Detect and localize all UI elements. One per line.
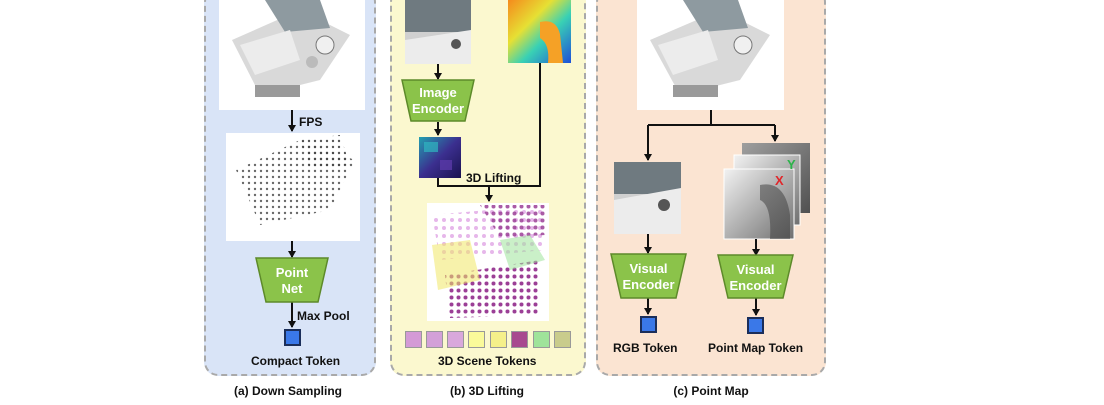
- compact-token: [284, 329, 301, 346]
- scene-token: [447, 331, 464, 348]
- image-encoder-line2: Encoder: [411, 101, 464, 116]
- scene-token: [405, 331, 422, 348]
- axis-y-label: Y: [787, 157, 796, 172]
- visual-encoder-right-line2: Encoder: [729, 278, 782, 293]
- scene-token: [511, 331, 528, 348]
- point-map-token: [747, 317, 764, 334]
- label-rgb-token: RGB Token: [613, 341, 678, 355]
- line-feature-to-lift: [437, 178, 489, 187]
- visual-encoder-right: Visual Encoder: [718, 255, 793, 298]
- pointnet-encoder-line2: Net: [281, 281, 303, 296]
- visual-encoder-right-line1: Visual: [736, 262, 775, 277]
- scene-token: [533, 331, 550, 348]
- depth-image: [508, 0, 571, 63]
- label-3d-lifting: 3D Lifting: [466, 171, 522, 185]
- point-cloud-sampled: [226, 133, 360, 241]
- image-encoder: Image Encoder: [402, 80, 474, 121]
- visual-encoder-left-shape: [610, 253, 687, 299]
- caption-down-sampling: (a) Down Sampling: [234, 384, 342, 398]
- visual-encoder-left-line1: Visual: [629, 261, 668, 276]
- label-point-map-token: Point Map Token: [708, 341, 804, 355]
- scene-token: [554, 331, 571, 348]
- visual-encoder-left: Visual Encoder: [611, 254, 686, 298]
- scene-token: [490, 331, 507, 348]
- label-max-pool: Max Pool: [297, 309, 350, 323]
- axis-x-label: X: [775, 173, 784, 188]
- feature-map: [419, 137, 461, 178]
- rgb-image-b: [405, 0, 471, 64]
- pointnet-encoder-line1: Point: [275, 265, 309, 280]
- pointnet-encoder-shape: [255, 257, 329, 303]
- label-compact-token: Compact Token: [251, 354, 341, 368]
- pointnet-encoder: Point Net: [256, 258, 328, 302]
- point-map-stack: [723, 143, 810, 240]
- lifted-point-cloud: [427, 203, 549, 321]
- scene-token: [468, 331, 485, 348]
- rgb-token: [640, 316, 657, 333]
- label-fps: FPS: [299, 115, 323, 129]
- visual-encoder-right-shape: [717, 254, 794, 299]
- caption-point-map: (c) Point Map: [673, 384, 749, 398]
- caption-3d-lifting: (b) 3D Lifting: [450, 384, 524, 398]
- scene-image-c: [637, 0, 784, 110]
- scene-token: [426, 331, 443, 348]
- label-3d-scene-tokens: 3D Scene Tokens: [438, 354, 537, 368]
- image-encoder-shape: [401, 79, 475, 122]
- scene-image-a: [219, 0, 365, 110]
- visual-encoder-left-line2: Encoder: [622, 277, 675, 292]
- image-encoder-line1: Image: [419, 85, 457, 100]
- rgb-image-c: [614, 162, 681, 234]
- line-depth-to-lift: [489, 63, 541, 187]
